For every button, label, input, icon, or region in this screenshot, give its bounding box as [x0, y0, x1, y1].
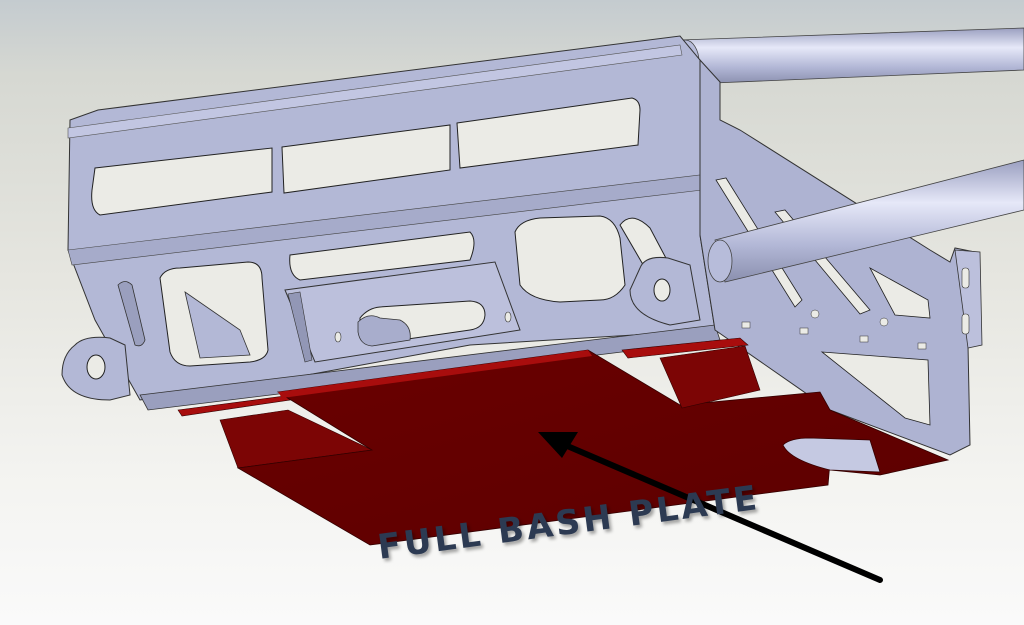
bash-plate [177, 337, 950, 546]
upper-tube [670, 27, 1024, 85]
left-shackle-tab [61, 336, 131, 401]
front-face [67, 35, 721, 411]
lower-tube [707, 159, 1024, 283]
pointer-arrow [538, 432, 883, 583]
right-shackle-tab [629, 257, 701, 326]
